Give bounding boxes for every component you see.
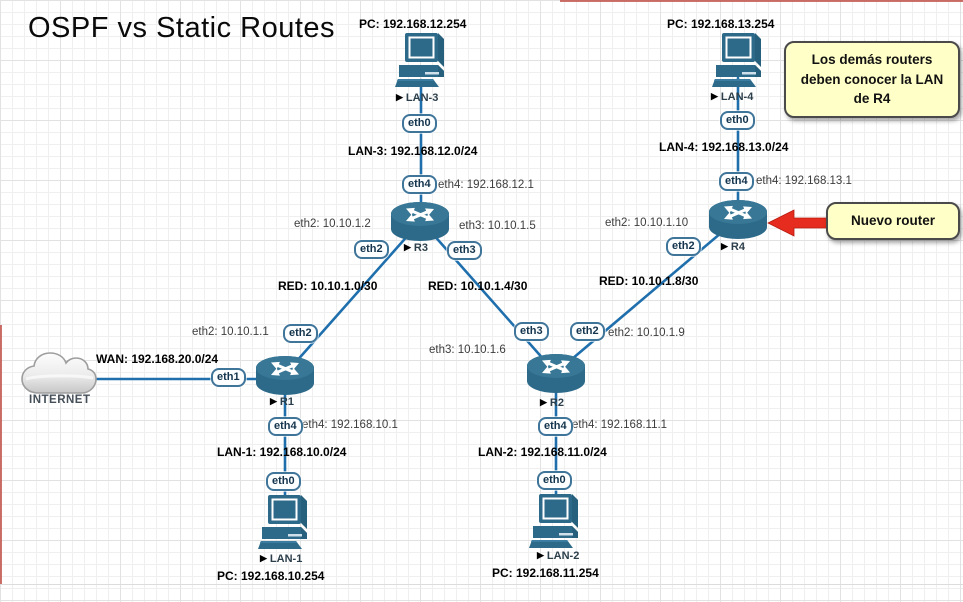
scene-edge-left: [0, 325, 2, 584]
pc-ip-label-lan3: PC: 192.168.12.254: [359, 17, 467, 31]
port-badge-r3-eth3: eth3: [447, 241, 482, 260]
lan2-network-label: LAN-2: 192.168.11.0/24: [478, 445, 607, 459]
lan1-network-label: LAN-1: 192.168.10.0/24: [217, 445, 347, 459]
device-label-r1: ▶R1: [270, 396, 294, 408]
device-marker-icon: ▶: [537, 550, 544, 560]
iface-label-r3-eth4: eth4: 192.168.12.1: [438, 179, 534, 191]
device-label-lan2: ▶LAN-2: [537, 550, 580, 562]
device-label-r3: ▶R3: [404, 242, 428, 254]
page-title: OSPF vs Static Routes: [28, 12, 336, 44]
pc-lan1-icon[interactable]: [256, 494, 312, 552]
red1-network-label: RED: 10.10.1.0/30: [278, 279, 378, 293]
wan-network-label: WAN: 192.168.20.0/24: [96, 352, 219, 366]
scene-edge-top: [560, 0, 963, 2]
port-badge-r1-eth2: eth2: [283, 324, 318, 343]
port-badge-lan1-eth0: eth0: [266, 472, 301, 491]
lan3-network-label: LAN-3: 192.168.12.0/24: [348, 144, 478, 158]
device-label-r4: ▶R4: [721, 241, 745, 253]
port-badge-lan4-eth0: eth0: [720, 111, 755, 130]
iface-label-r3-eth3: eth3: 10.10.1.5: [459, 220, 536, 232]
router-r2-icon[interactable]: [525, 352, 587, 394]
port-badge-r3-eth2: eth2: [354, 240, 389, 259]
iface-label-r2-eth3: eth3: 10.10.1.6: [429, 344, 506, 356]
device-label-lan4: ▶LAN-4: [711, 91, 754, 103]
router-r3-icon[interactable]: [389, 200, 451, 242]
iface-label-r1-eth2: eth2: 10.10.1.1: [192, 326, 269, 338]
pc-lan4-icon[interactable]: [710, 32, 766, 90]
router-r1-icon[interactable]: [254, 354, 316, 396]
device-marker-icon: ▶: [270, 396, 277, 406]
device-label-lan3: ▶LAN-3: [396, 92, 439, 104]
router-r4-icon[interactable]: [707, 198, 769, 240]
link-r3-r1[interactable]: [285, 222, 420, 374]
pc-ip-label-lan4: PC: 192.168.13.254: [667, 17, 775, 31]
port-badge-r2-eth2: eth2: [570, 322, 605, 341]
device-label-r2: ▶R2: [540, 397, 564, 409]
pc-lan2-icon[interactable]: [527, 493, 583, 551]
device-marker-icon: ▶: [711, 91, 718, 101]
port-badge-r4-eth2: eth2: [666, 237, 701, 256]
iface-label-r3-eth2: eth2: 10.10.1.2: [294, 218, 371, 230]
pc-ip-label-lan1: PC: 192.168.10.254: [217, 569, 325, 583]
iface-label-r1-eth4: eth4: 192.168.10.1: [302, 419, 398, 431]
device-marker-icon: ▶: [396, 92, 403, 102]
pc-lan3-icon[interactable]: [393, 32, 449, 90]
lan4-network-label: LAN-4: 192.168.13.0/24: [659, 140, 789, 154]
iface-label-r2-eth4: eth4: 192.168.11.1: [572, 419, 668, 431]
port-badge-r1-eth1: eth1: [211, 368, 246, 387]
port-badge-r1-eth4: eth4: [268, 417, 303, 436]
device-label-lan1: ▶LAN-1: [260, 553, 303, 565]
note-info[interactable]: Los demás routers deben conocer la LAN d…: [784, 41, 960, 118]
link-r4-r2[interactable]: [557, 220, 736, 372]
iface-label-r4-eth2: eth2: 10.10.1.10: [605, 217, 689, 229]
red2-network-label: RED: 10.10.1.4/30: [428, 279, 528, 293]
internet-label: INTERNET: [29, 394, 91, 406]
port-badge-r2-eth4: eth4: [538, 417, 573, 436]
link-r3-r2[interactable]: [422, 222, 555, 372]
port-badge-lan2-eth0: eth0: [537, 471, 572, 490]
port-badge-lan3-eth0: eth0: [402, 114, 437, 133]
device-marker-icon: ▶: [404, 242, 411, 252]
pc-ip-label-lan2: PC: 192.168.11.254: [492, 566, 599, 580]
port-badge-r2-eth3: eth3: [514, 322, 549, 341]
device-marker-icon: ▶: [721, 241, 728, 251]
red3-network-label: RED: 10.10.1.8/30: [599, 274, 699, 288]
device-marker-icon: ▶: [260, 553, 267, 563]
device-marker-icon: ▶: [540, 397, 547, 407]
iface-label-r2-eth2: eth2: 10.10.1.9: [608, 327, 685, 339]
iface-label-r4-eth4: eth4: 192.168.13.1: [756, 175, 852, 187]
port-badge-r3-eth4: eth4: [402, 175, 437, 194]
port-badge-r4-eth4: eth4: [719, 172, 754, 191]
grid-major-line: [0, 584, 963, 585]
note-new-router[interactable]: Nuevo router: [826, 202, 960, 240]
